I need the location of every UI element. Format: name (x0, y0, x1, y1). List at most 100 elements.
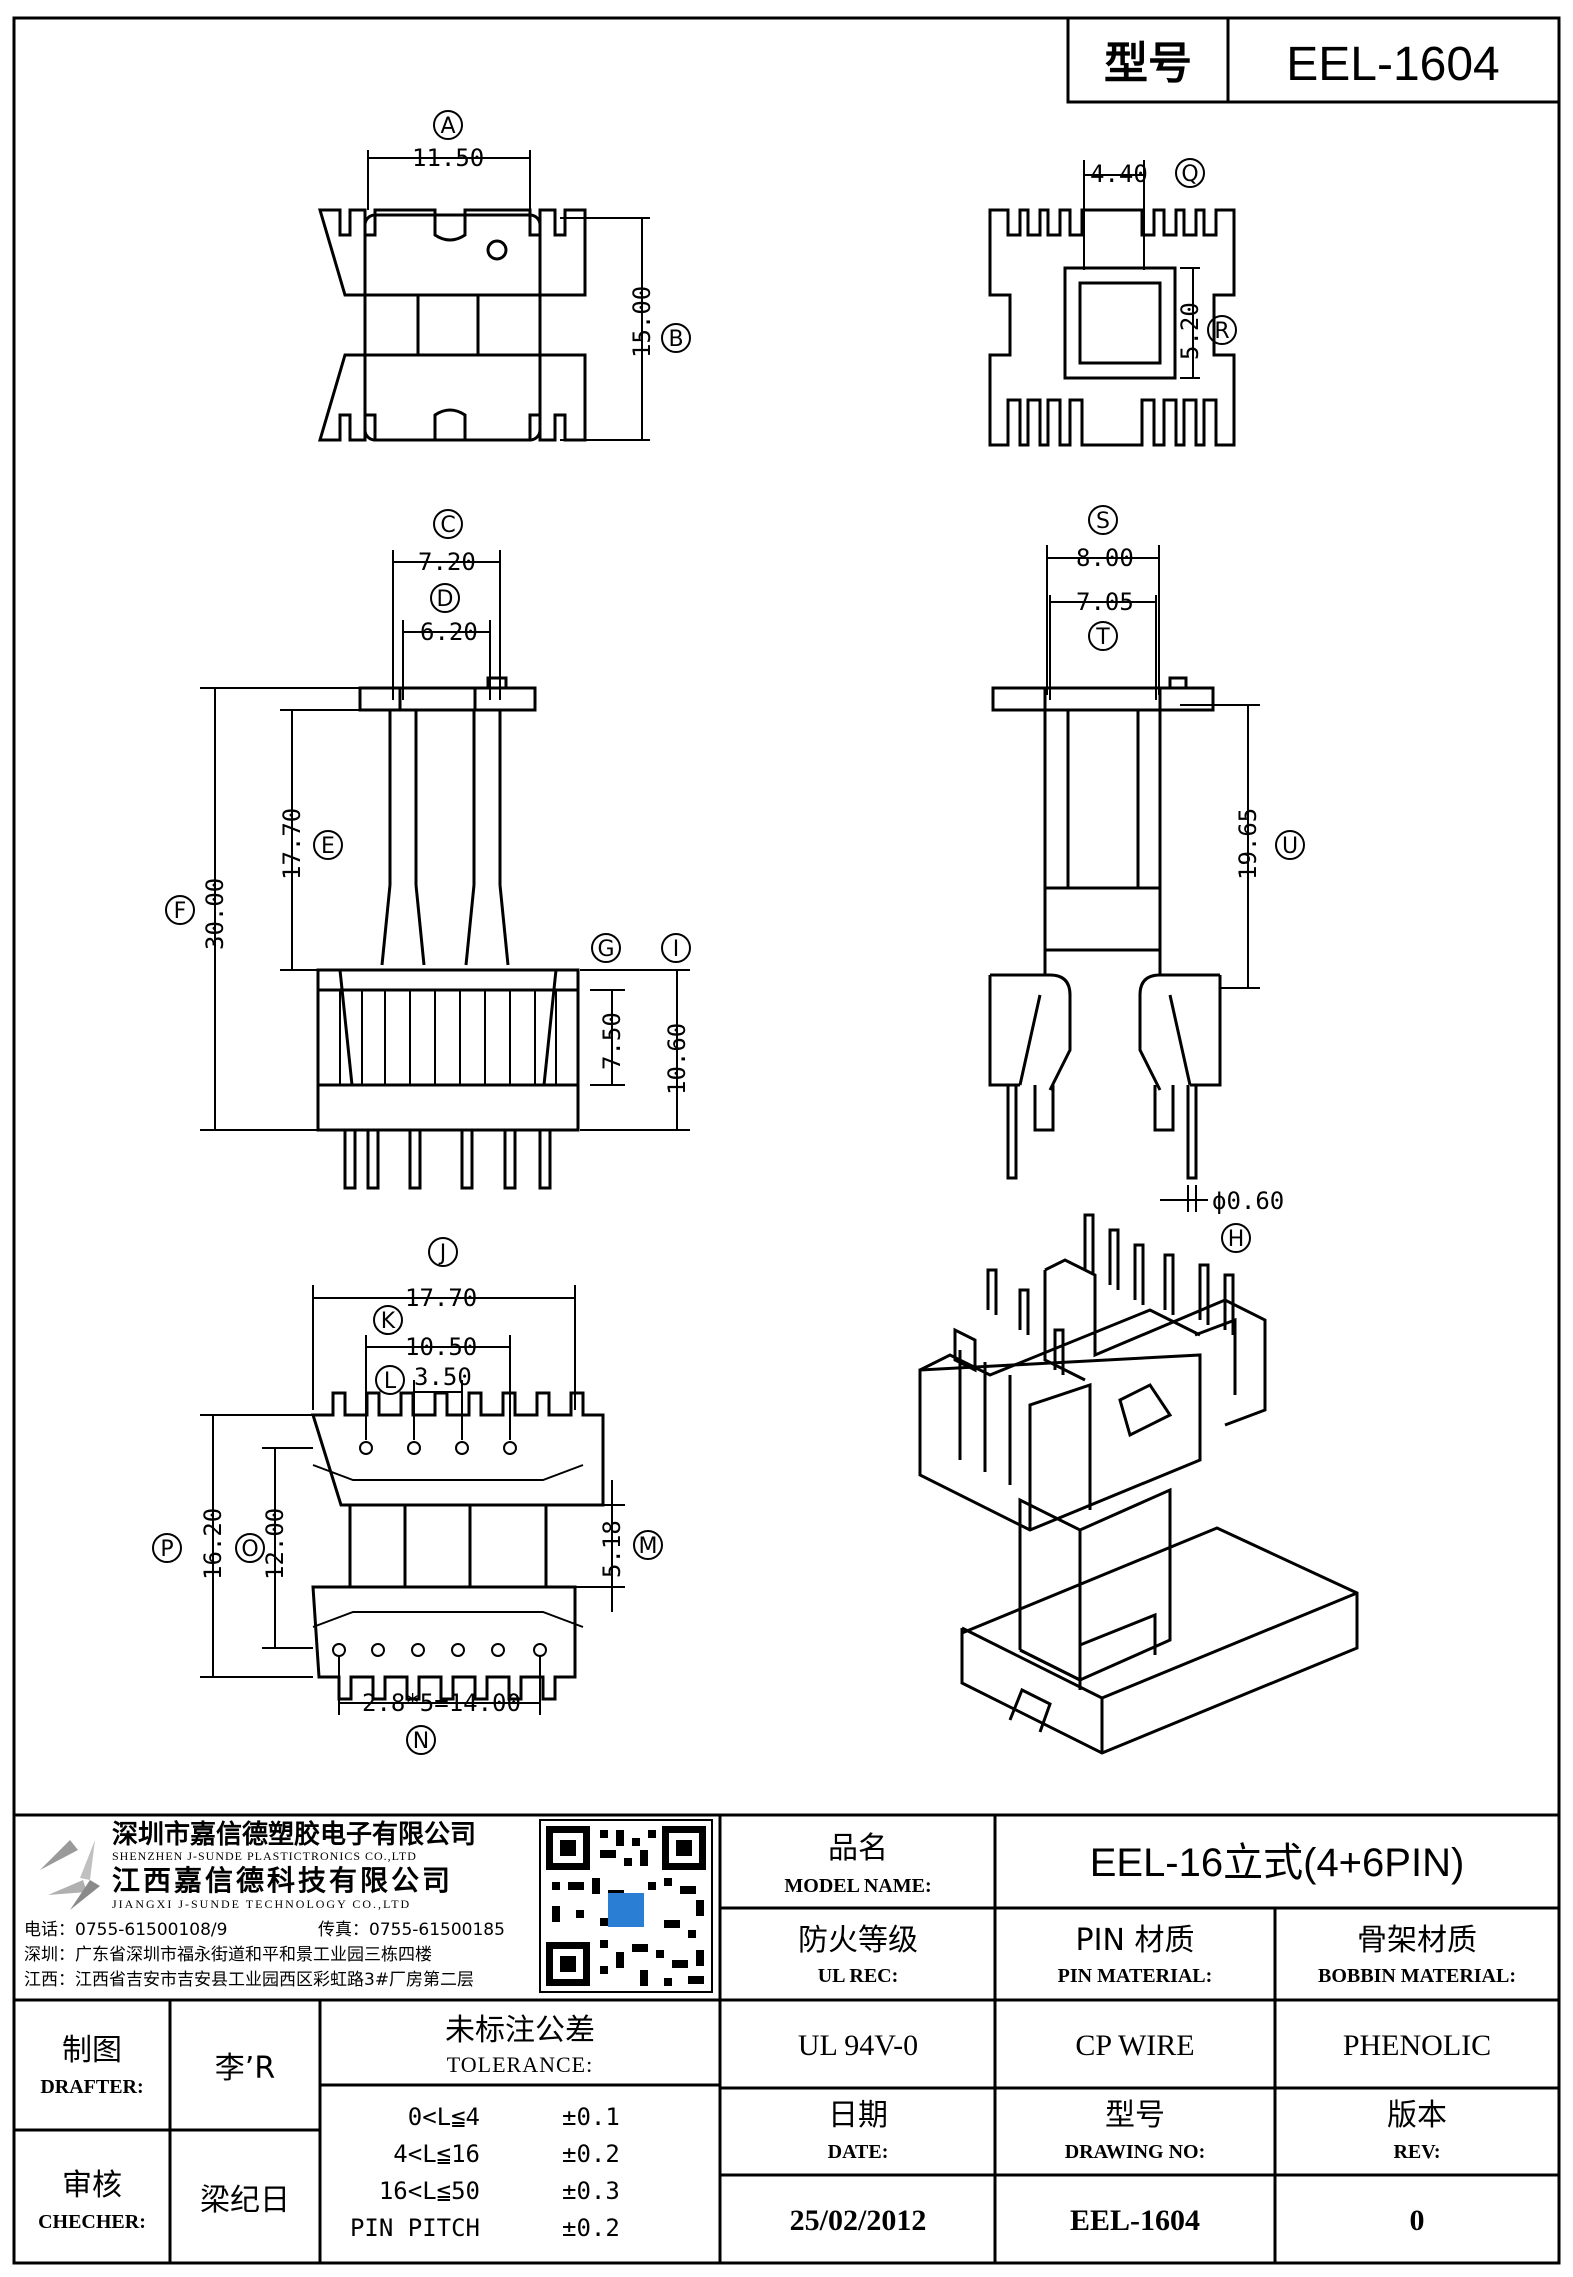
label-N: N (413, 1729, 429, 1754)
title-box: 型号 EEL-1604 (1066, 16, 1561, 104)
dim-N: 2.8*5=14.00 (362, 1689, 521, 1717)
label-Q: Q (1181, 162, 1198, 187)
drafter-en: DRAFTER: (40, 2076, 143, 2098)
tolerance-range-0: 0<L≦4 (408, 2103, 480, 2131)
tolerance-range-1: 4<L≦16 (393, 2140, 480, 2168)
label-T: T (1095, 625, 1110, 650)
company-name-cn-1: 深圳市嘉信德塑胶电子有限公司 (112, 1819, 476, 1850)
model-name-en: MODEL NAME: (784, 1875, 931, 1897)
label-B: B (668, 327, 683, 352)
label-O: O (241, 1537, 258, 1562)
date-en: DATE: (828, 2141, 889, 2163)
label-U: U (1282, 834, 1298, 859)
view-front-top: 11.50 A 15.00 B (317, 110, 691, 442)
view-isometric (918, 1213, 1359, 1755)
dim-I: 10.60 (663, 1023, 691, 1095)
label-C: C (440, 513, 455, 538)
drawing-no-cn: 型号 (1105, 2098, 1165, 2133)
date-cn: 日期 (828, 2098, 888, 2133)
rev-cn: 版本 (1387, 2098, 1447, 2133)
bobbin-material-en: BOBBIN MATERIAL: (1318, 1965, 1516, 1987)
bobbin-material-cn: 骨架材质 (1357, 1923, 1477, 1958)
drafter-value: 李’R (215, 2051, 275, 2086)
dim-L: 3.50 (414, 1363, 472, 1391)
company-address-sz: 深圳：广东省深圳市福永街道和平和景工业园三栋四楼 (24, 1945, 432, 1965)
view-bottom-left: 17.70 J 10.50 K 3.50 L 16.20 P 12.00 O (152, 1237, 663, 1755)
label-D: D (437, 587, 454, 612)
company-name-cn-2: 江西嘉信德科技有限公司 (112, 1864, 453, 1897)
company-name-en-2: JIANGXI J-SUNDE TECHNOLOGY CO.,LTD (112, 1897, 411, 1911)
label-H: H (1228, 1227, 1245, 1252)
pin-material-en: PIN MATERIAL: (1058, 1965, 1213, 1987)
label-J: J (438, 1241, 447, 1266)
tolerance-value-1: ±0.2 (562, 2140, 620, 2168)
qr-code (539, 1819, 713, 1993)
drawing-no-value: EEL-1604 (1070, 2204, 1200, 2237)
company-name-en-1: SHENZHEN J-SUNDE PLASTICTRONICS CO.,LTD (112, 1849, 417, 1863)
dim-C: 7.20 (418, 548, 476, 576)
dim-B: 15.00 (628, 286, 656, 358)
pin-material-value: CP WIRE (1075, 2029, 1194, 2062)
label-I: I (673, 937, 680, 962)
tolerance-value-3: ±0.2 (562, 2214, 620, 2242)
date-value: 25/02/2012 (790, 2204, 927, 2237)
dim-K: 10.50 (405, 1333, 477, 1361)
label-R: R (1214, 319, 1229, 344)
tolerance-en: TOLERANCE: (447, 2052, 593, 2077)
company-phone: 电话：0755-61500108/9 (24, 1920, 227, 1940)
ul-rec-cn: 防火等级 (798, 1923, 918, 1958)
drawing-no-en: DRAWING NO: (1065, 2141, 1206, 2163)
ul-rec-value: UL 94V-0 (798, 2029, 918, 2062)
label-G: G (597, 937, 614, 962)
dim-J: 17.70 (405, 1284, 477, 1312)
rev-value: 0 (1410, 2204, 1425, 2237)
company-address-jx: 江西：江西省吉安市吉安县工业园西区彩虹路3#厂房第二层 (24, 1970, 474, 1990)
view-side-right: 8.00 S 7.05 T 19.65 U ϕ0.60 H (988, 505, 1305, 1253)
dim-S: 8.00 (1076, 544, 1134, 572)
bobbin-material-value: PHENOLIC (1343, 2029, 1491, 2062)
label-A: A (440, 114, 455, 139)
tolerance-cn: 未标注公差 (445, 2013, 595, 2048)
tolerance-value-0: ±0.1 (562, 2103, 620, 2131)
dim-D: 6.20 (420, 618, 478, 646)
dim-P: 16.20 (199, 1508, 227, 1580)
dim-E: 17.70 (278, 808, 306, 880)
ul-rec-en: UL REC: (818, 1965, 899, 1987)
dim-O: 12.00 (261, 1508, 289, 1580)
dim-F: 30.00 (201, 878, 229, 950)
tolerance-value-2: ±0.3 (562, 2177, 620, 2205)
tolerance-range-2: 16<L≦50 (379, 2177, 480, 2205)
view-side-left: 7.20 C 6.20 D 17.70 E 30.00 F 7.50 G 10. (165, 509, 691, 1190)
checker-en: CHECHER: (38, 2211, 146, 2233)
label-F: F (174, 899, 187, 924)
dim-M: 5.18 (598, 1520, 626, 1578)
checker-cn: 审核 (62, 2168, 122, 2203)
model-name-cn: 品名 (828, 1831, 888, 1866)
sheet-border (12, 16, 1561, 2265)
label-S: S (1096, 509, 1110, 534)
tolerance-range-3: PIN PITCH (350, 2214, 480, 2242)
drafter-cn: 制图 (62, 2033, 122, 2068)
dim-U: 19.65 (1234, 808, 1262, 880)
title-model: EEL-1604 (1286, 38, 1500, 91)
label-E: E (321, 834, 335, 859)
dim-H: ϕ0.60 (1212, 1187, 1284, 1215)
company-fax: 传真：0755-61500185 (318, 1920, 505, 1940)
pin-material-cn: PIN 材质 (1076, 1923, 1195, 1958)
label-M: M (639, 1534, 658, 1559)
title-label: 型号 (1104, 38, 1192, 89)
dim-Q: 4.40 (1090, 160, 1148, 188)
rev-en: REV: (1393, 2141, 1440, 2163)
title-block: 深圳市嘉信德塑胶电子有限公司 SHENZHEN J-SUNDE PLASTICT… (14, 1813, 1559, 2263)
dim-A: 11.50 (412, 144, 484, 172)
label-L: L (384, 1369, 397, 1394)
view-top-right: 4.40 Q 5.20 R (988, 158, 1237, 447)
dim-T: 7.05 (1076, 588, 1134, 616)
company-logo (40, 1840, 100, 1910)
label-P: P (160, 1537, 173, 1562)
label-K: K (381, 1309, 396, 1334)
dim-G: 7.50 (598, 1012, 626, 1070)
dim-R: 5.20 (1176, 302, 1204, 360)
checker-value: 梁纪日 (200, 2183, 290, 2218)
